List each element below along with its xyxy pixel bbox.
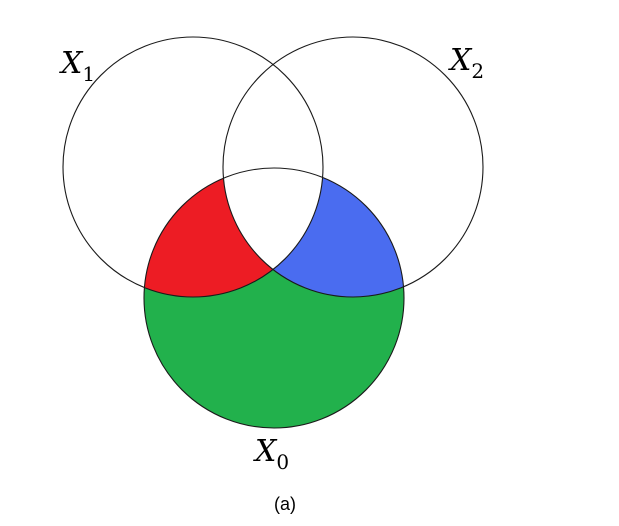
label-x1-subscript: 1 [82,62,95,86]
label-x1: X1 [59,46,95,86]
figure-caption: (a) [274,494,296,514]
label-x0: X0 [253,434,289,474]
label-x0-subscript: 0 [276,450,289,474]
label-x2-name: X [448,43,473,78]
label-x2: X2 [448,43,484,83]
circle-x1 [62,36,324,298]
label-x1-name: X [59,46,84,81]
circle-x0 [143,167,405,429]
circle-x2 [222,36,484,298]
label-x0-name: X [253,434,278,469]
region-x0-x2 [223,168,404,297]
label-x2-subscript: 2 [471,59,484,83]
